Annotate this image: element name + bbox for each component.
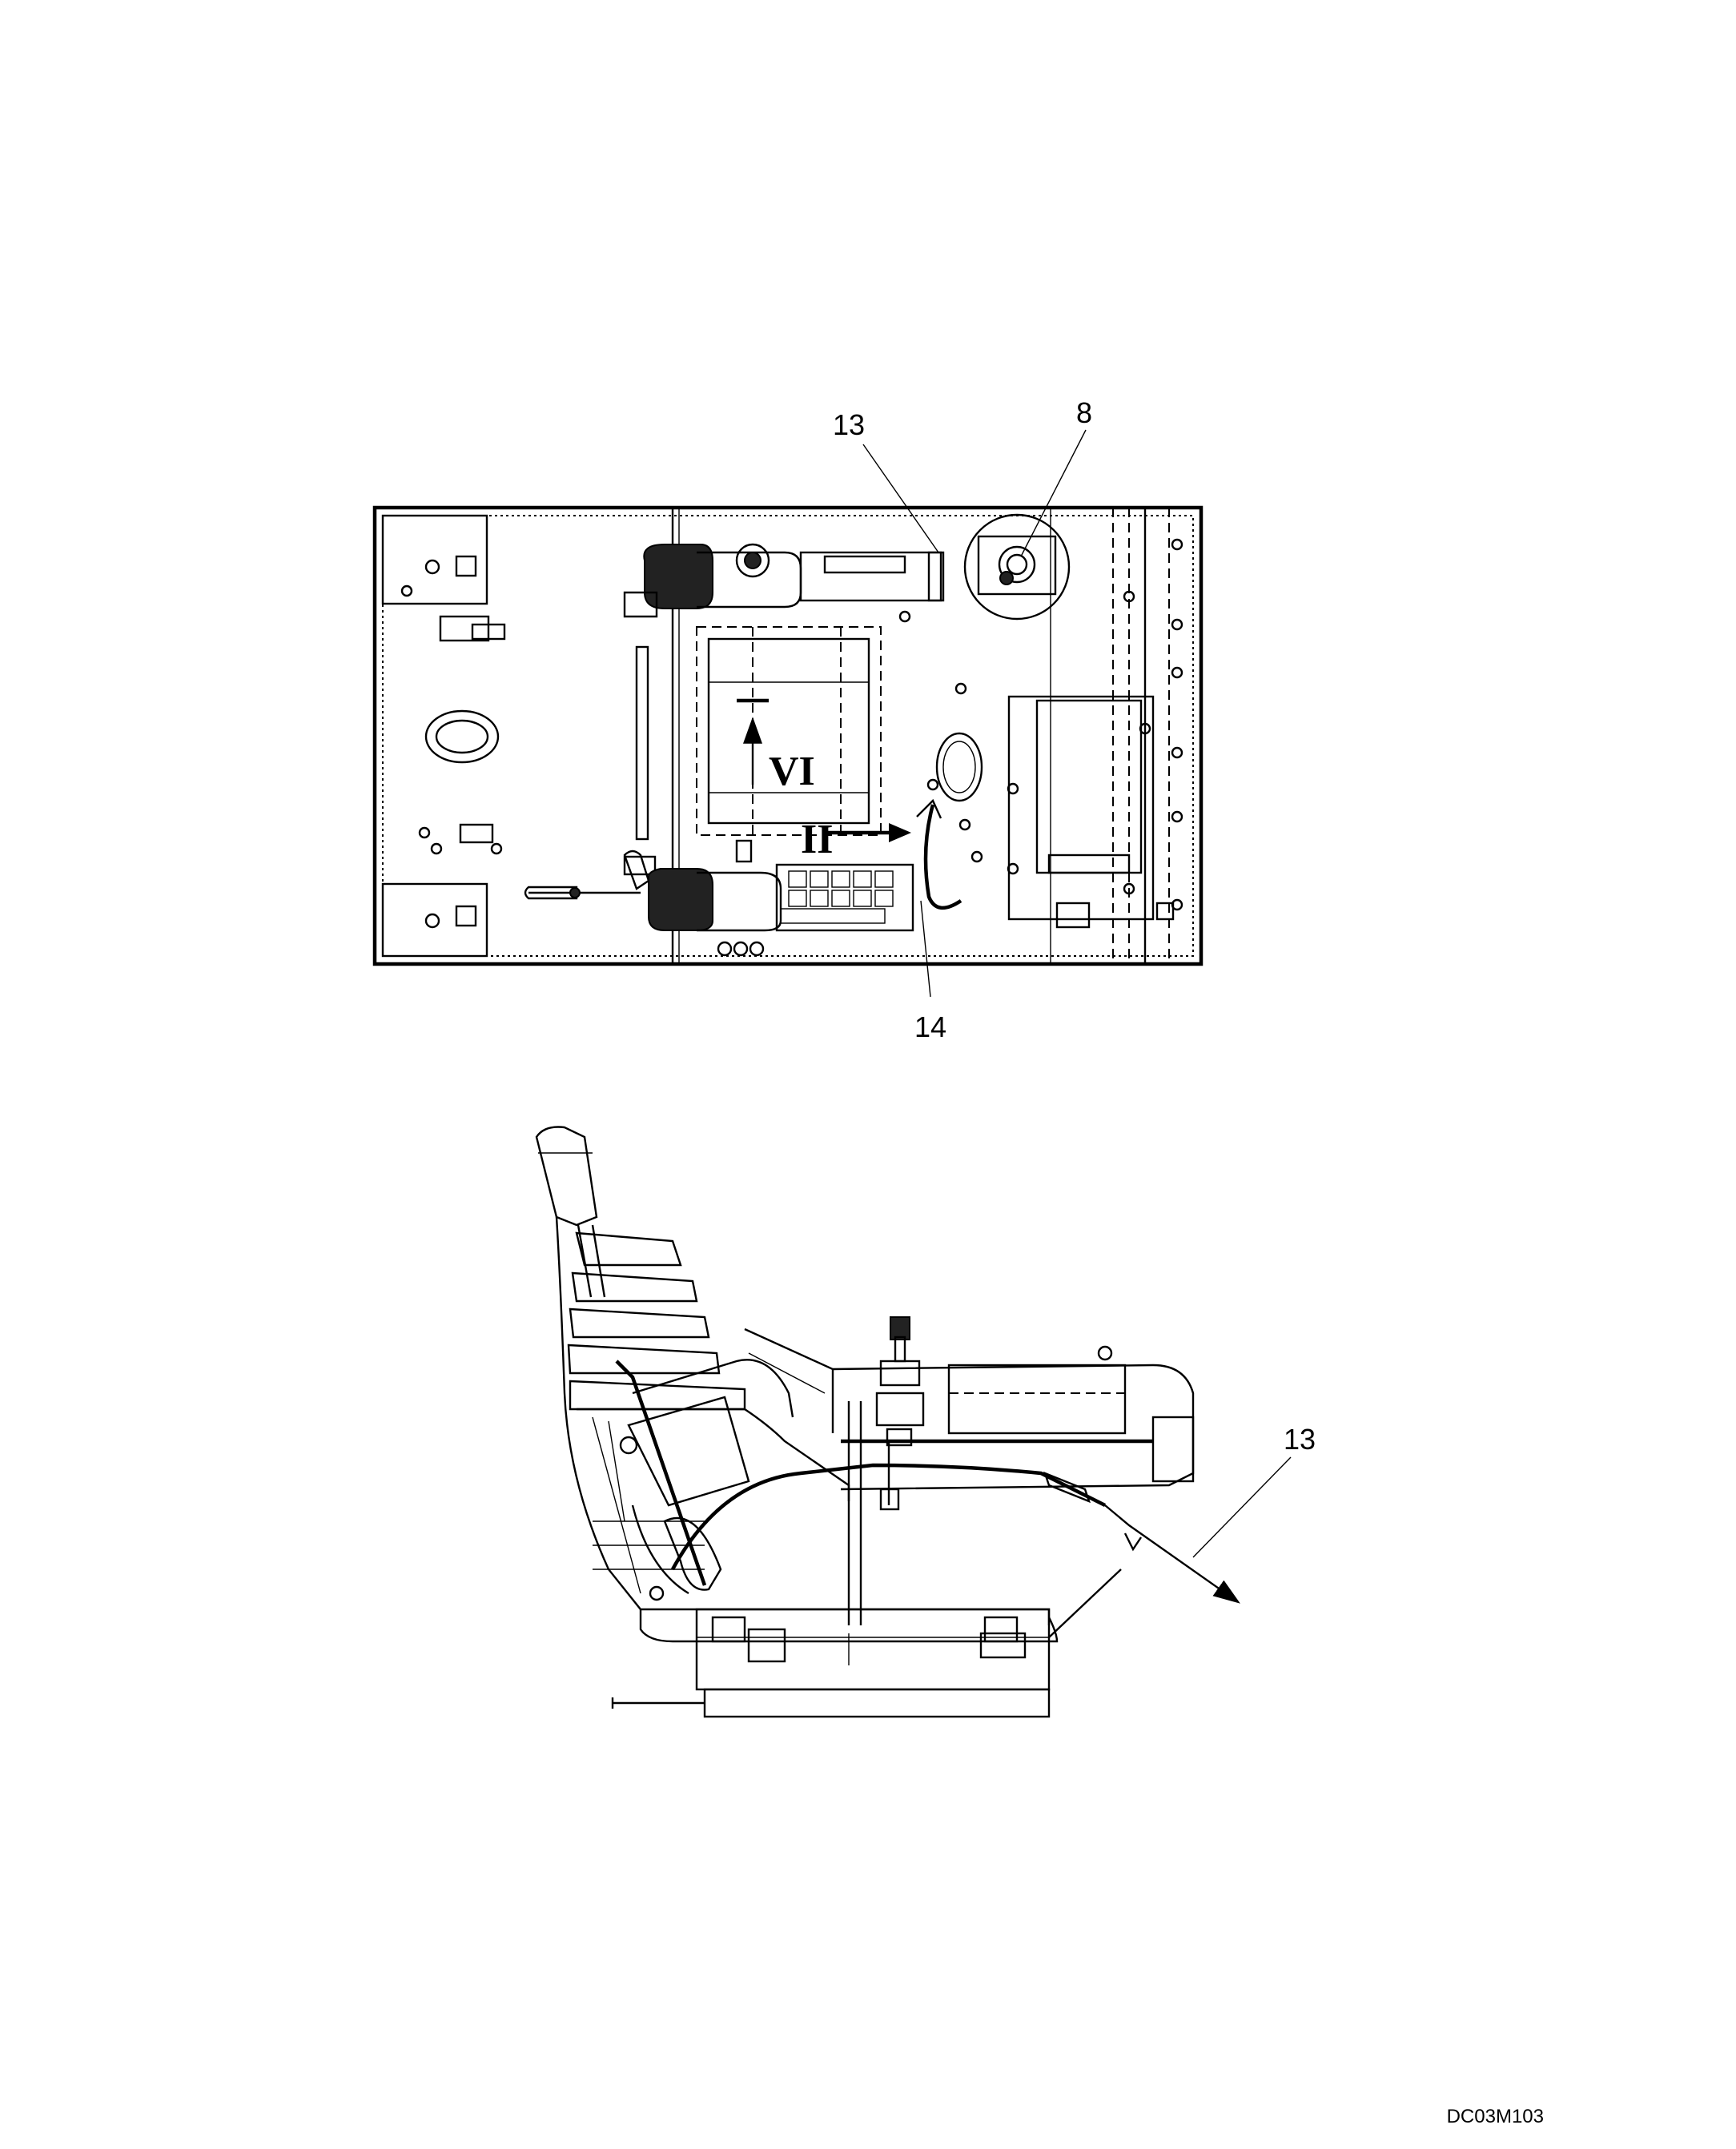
drawing-id-label: DC03M103 xyxy=(1446,2106,1544,2127)
seat-base xyxy=(696,626,882,836)
left-bracket-parts xyxy=(418,615,506,855)
callout-13-side: 13 xyxy=(1284,1423,1316,1456)
right-component-box xyxy=(1007,695,1175,929)
floor-plate xyxy=(372,505,1204,966)
console-body xyxy=(555,1216,1051,1625)
side-view-assembly: 13 xyxy=(535,1126,1316,1718)
left-mount-plate-top xyxy=(381,514,488,605)
left-joystick-console-bottom xyxy=(524,839,914,957)
right-joystick-console-top xyxy=(623,543,945,618)
console-arm xyxy=(744,1328,1195,1491)
base-frame xyxy=(611,1569,1122,1718)
view-mark-ii: II xyxy=(801,817,833,862)
callout-8: 8 xyxy=(1076,396,1092,429)
bellows-boot xyxy=(567,1231,746,1411)
adjustment-knob xyxy=(875,1316,925,1447)
left-mount-plate-bottom xyxy=(381,882,488,958)
floor-oval-cutout xyxy=(935,732,983,802)
top-view-assembly: VI II xyxy=(372,396,1204,1043)
item-8-detail-circle xyxy=(963,513,1071,621)
view-mark-vi: VI xyxy=(769,749,815,794)
callout-13-top: 13 xyxy=(833,408,865,441)
callout-14: 14 xyxy=(914,1010,946,1043)
seat-rail xyxy=(635,645,649,841)
joystick-handle xyxy=(535,1126,606,1298)
